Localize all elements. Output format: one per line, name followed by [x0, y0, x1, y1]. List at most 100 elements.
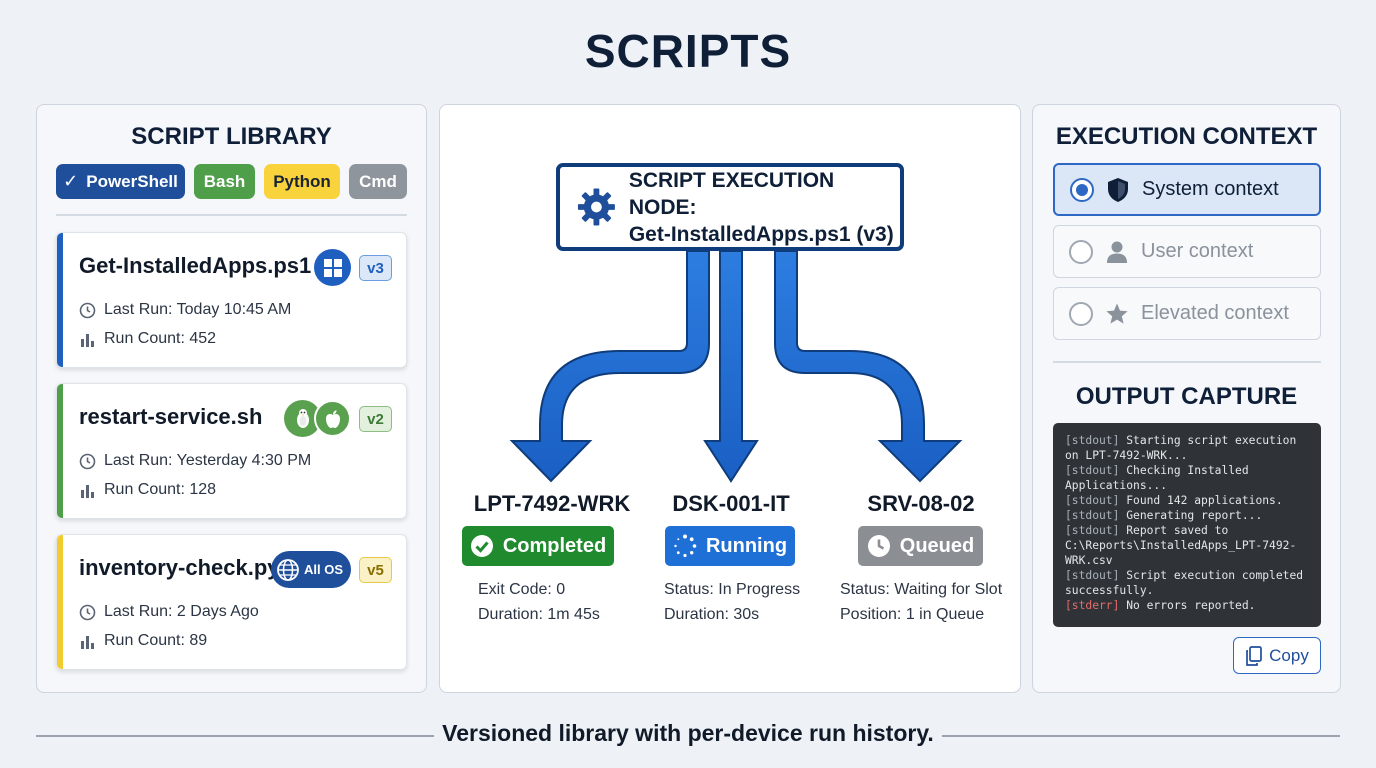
filter-label: Cmd: [359, 171, 397, 191]
exit-code: Exit Code: 0: [478, 581, 566, 598]
run-count-text: Run Count: 89: [104, 632, 208, 649]
terminal-line: [stdout] Found 142 applications.: [1065, 493, 1309, 508]
line-text: Generating report...: [1119, 509, 1263, 522]
script-card[interactable]: restart-service.sh v2 Last Run: Yesterda…: [56, 383, 407, 519]
script-name: inventory-check.py: [79, 555, 280, 580]
run-count: Run Count: 452: [79, 330, 216, 348]
run-count-text: Run Count: 128: [104, 481, 217, 498]
distribution-arrows: [509, 250, 963, 483]
line-text: Report saved to C:\Reports\InstalledApps…: [1065, 524, 1297, 567]
radio-button[interactable]: [1069, 301, 1093, 326]
clock-icon: [867, 535, 890, 557]
arrow-to-device-3: [774, 250, 963, 483]
script-card[interactable]: inventory-check.py All OS v5 Last Run: 2…: [56, 534, 407, 670]
device-details: Status: Waiting for Slot Position: 1 in …: [840, 577, 1002, 627]
filter-label: Python: [273, 171, 331, 191]
version-badge: v2: [359, 406, 392, 432]
star-icon: [1106, 303, 1128, 324]
copy-button[interactable]: Copy: [1233, 637, 1321, 674]
line-text: Script execution completed successfully.: [1065, 569, 1304, 597]
node-title: SCRIPT EXECUTION NODE:: [628, 168, 835, 219]
windows-icon: [314, 249, 351, 286]
filter-powershell[interactable]: ✓ PowerShell: [56, 164, 185, 199]
execution-context-panel: EXECUTION CONTEXT System context User co…: [1032, 104, 1341, 693]
divider: [56, 214, 407, 216]
filter-label: PowerShell: [86, 171, 178, 191]
last-run: Last Run: Today 10:45 AM: [79, 301, 291, 319]
spinner-icon: [674, 534, 697, 558]
last-run-text: Last Run: Yesterday 4:30 PM: [104, 452, 312, 469]
arrow-to-device-2: [703, 250, 759, 483]
last-run-text: Last Run: Today 10:45 AM: [104, 301, 292, 318]
linux-icon: [284, 400, 321, 437]
terminal-line: [stdout] Starting script execution on LP…: [1065, 433, 1309, 463]
bar-chart-icon: [81, 333, 94, 347]
run-status: Status: Waiting for Slot: [840, 581, 1003, 598]
node-label: SCRIPT EXECUTION NODE: Get-InstalledApps…: [629, 167, 900, 248]
check-icon: ✓: [63, 171, 79, 191]
queue-position: Position: 1 in Queue: [840, 606, 985, 623]
terminal-line: [stdout] Generating report...: [1065, 508, 1309, 523]
radio-button[interactable]: [1070, 177, 1094, 202]
filter-python[interactable]: Python: [264, 164, 340, 199]
footer-rule-left: [36, 735, 434, 737]
context-label: Elevated context: [1141, 302, 1289, 324]
user-icon: [1107, 241, 1127, 263]
arrow-to-device-1: [509, 250, 710, 483]
terminal-line: [stdout] Checking Installed Applications…: [1065, 463, 1309, 493]
script-library-panel: SCRIPT LIBRARY ✓ PowerShell Bash Python …: [36, 104, 427, 693]
context-option-user[interactable]: User context: [1053, 225, 1321, 278]
context-label: System context: [1142, 178, 1279, 200]
context-option-system[interactable]: System context: [1053, 163, 1321, 216]
version-badge: v3: [359, 255, 392, 281]
bar-chart-icon: [81, 484, 94, 498]
clock-icon: [79, 604, 96, 620]
run-count: Run Count: 89: [79, 632, 207, 650]
card-accent: [57, 535, 63, 669]
node-script: Get-InstalledApps.ps1 (v3): [628, 222, 894, 246]
device-name: SRV-08-02: [867, 491, 975, 516]
device-name: LPT-7492-WRK: [473, 491, 631, 516]
bar-chart-icon: [81, 635, 94, 649]
stdout-tag: [stdout]: [1065, 464, 1120, 477]
stdout-tag: [stdout]: [1065, 524, 1120, 537]
execution-context-heading: EXECUTION CONTEXT: [1055, 123, 1318, 150]
context-option-elevated[interactable]: Elevated context: [1053, 287, 1321, 340]
globe-icon: [277, 558, 299, 581]
version-badge: v5: [359, 557, 392, 583]
last-run-text: Last Run: 2 Days Ago: [104, 603, 259, 620]
radio-button[interactable]: [1069, 239, 1093, 264]
run-status: Status: In Progress: [664, 581, 801, 598]
clock-icon: [79, 302, 96, 318]
last-run: Last Run: Yesterday 4:30 PM: [79, 452, 311, 470]
last-run: Last Run: 2 Days Ago: [79, 603, 259, 621]
script-card[interactable]: Get-InstalledApps.ps1 v3 Last Run: Today…: [56, 232, 407, 368]
status-text: Queued: [899, 534, 975, 557]
all-os-badge: All OS: [270, 551, 351, 588]
script-library-heading: SCRIPT LIBRARY: [131, 123, 332, 150]
card-accent: [57, 233, 63, 367]
language-filter-row: ✓ PowerShell Bash Python Cmd: [56, 164, 407, 199]
context-label: User context: [1141, 240, 1254, 262]
filter-label: Bash: [203, 171, 246, 191]
run-count-text: Run Count: 452: [104, 330, 217, 347]
copy-icon: [1246, 645, 1263, 666]
stdout-tag: [stdout]: [1065, 569, 1120, 582]
stdout-tag: [stdout]: [1065, 509, 1120, 522]
script-name: restart-service.sh: [79, 404, 263, 429]
copy-label: Copy: [1269, 645, 1309, 665]
all-os-label: All OS: [303, 562, 343, 577]
divider: [1053, 361, 1321, 363]
output-capture-heading: OUTPUT CAPTURE: [1075, 383, 1298, 410]
terminal-line: [stdout] Report saved to C:\Reports\Inst…: [1065, 523, 1309, 568]
footer-rule-right: [942, 735, 1340, 737]
stdout-tag: [stdout]: [1065, 434, 1120, 447]
filter-cmd[interactable]: Cmd: [349, 164, 407, 199]
line-text: No errors reported.: [1119, 599, 1256, 612]
apple-icon: [314, 400, 351, 437]
output-terminal[interactable]: [stdout] Starting script execution on LP…: [1053, 423, 1321, 627]
script-name: Get-InstalledApps.ps1: [79, 253, 312, 278]
status-running: Running: [665, 526, 795, 566]
status-completed: Completed: [462, 526, 614, 566]
filter-bash[interactable]: Bash: [194, 164, 255, 199]
